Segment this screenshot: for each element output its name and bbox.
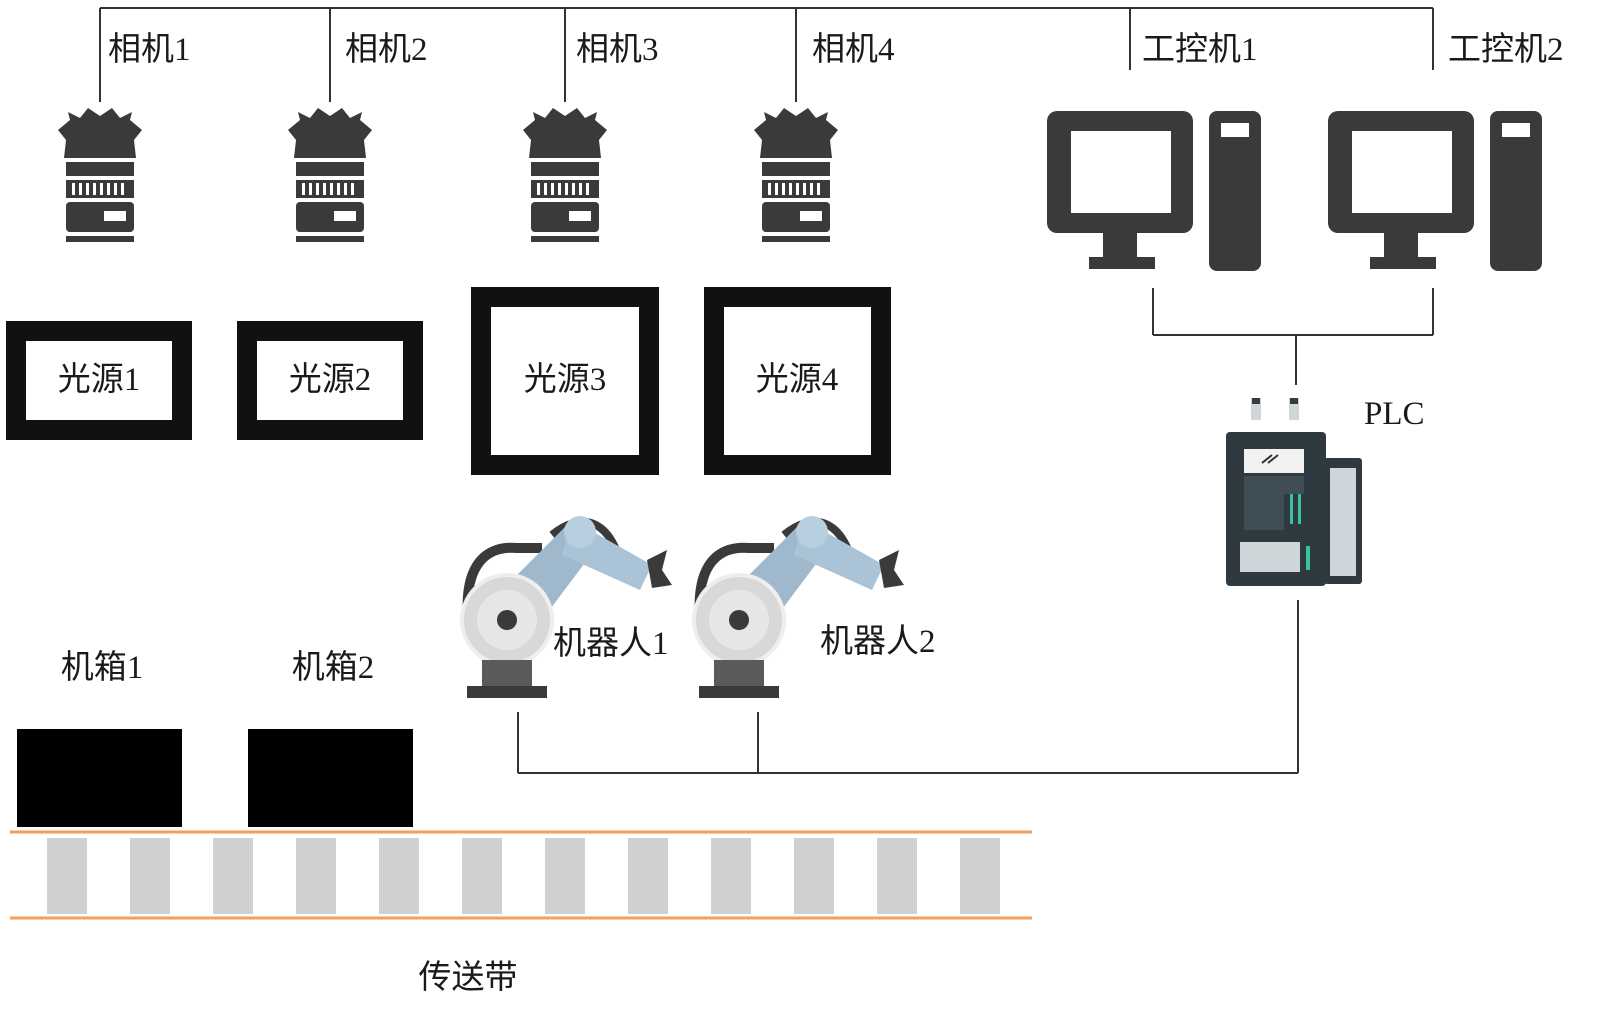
conveyor-roller — [213, 838, 253, 914]
conveyor-roller — [130, 838, 170, 914]
computer-icon — [1328, 111, 1542, 271]
light-source-frame — [471, 287, 659, 475]
conveyor-roller — [379, 838, 419, 914]
robot-plc-link — [517, 600, 1299, 774]
light-source-label: 光源4 — [755, 362, 839, 398]
computer-icon — [1047, 111, 1261, 271]
camera-label: 相机2 — [345, 32, 428, 68]
ipc-plc-link — [1152, 288, 1434, 385]
conveyor-roller — [47, 838, 87, 914]
camera-icon — [58, 108, 142, 242]
camera-icon — [288, 108, 372, 242]
box-label: 机箱1 — [60, 650, 144, 686]
chassis-box — [17, 729, 182, 827]
conveyor-roller — [545, 838, 585, 914]
light-source-label: 光源2 — [288, 362, 372, 398]
plc-icon — [1226, 398, 1362, 586]
conveyor-roller — [462, 838, 502, 914]
plc-label: PLC — [1364, 396, 1425, 432]
chassis-box — [248, 729, 413, 827]
robot-arm-icon — [694, 516, 904, 698]
robot-label: 机器人1 — [553, 626, 669, 662]
light-source-frame — [6, 321, 192, 440]
conveyor-roller — [794, 838, 834, 914]
ipc-label: 工控机1 — [1142, 32, 1258, 68]
light-source-label: 光源3 — [523, 362, 607, 398]
conveyor-belt — [10, 830, 1032, 920]
camera-label: 相机3 — [576, 32, 659, 68]
ipc-label: 工控机2 — [1448, 32, 1564, 68]
conveyor-roller — [960, 838, 1000, 914]
light-source-frame — [704, 287, 891, 475]
conveyor-roller — [628, 838, 668, 914]
camera-label: 相机1 — [108, 32, 191, 68]
robot-arm-icon — [462, 516, 672, 698]
camera-icon — [523, 108, 607, 242]
camera-bus — [99, 7, 1434, 102]
conveyor-roller — [296, 838, 336, 914]
box-label: 机箱2 — [291, 650, 375, 686]
camera-icon — [754, 108, 838, 242]
robot-label: 机器人2 — [820, 624, 936, 660]
light-source-frame — [237, 321, 423, 440]
conveyor-roller — [877, 838, 917, 914]
light-source-label: 光源1 — [57, 362, 141, 398]
conveyor-roller — [711, 838, 751, 914]
conveyor-label: 传送带 — [418, 960, 518, 996]
camera-label: 相机4 — [812, 32, 895, 68]
